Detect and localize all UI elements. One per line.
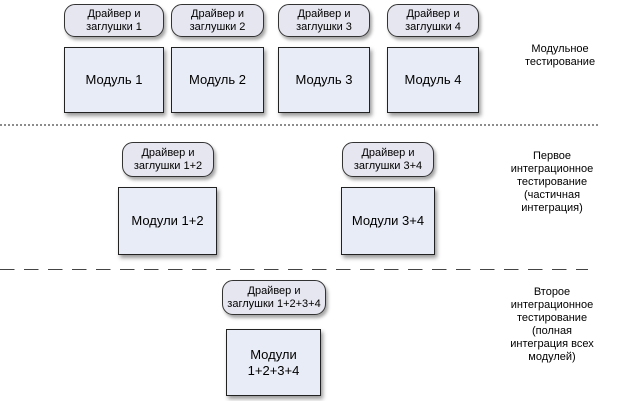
- first-integration-label: Первое интеграционное тестирование (част…: [510, 150, 594, 214]
- driver-stub-pill-4: Драйвер и заглушки 4: [387, 4, 479, 37]
- driver-stub-pill-1-2: Драйвер и заглушки 1+2: [122, 142, 214, 177]
- driver-stub-pill-1-2-3-4: Драйвер и заглушки 1+2+3+4: [222, 280, 326, 315]
- module-box-2: Модуль 2: [171, 47, 264, 113]
- module-box-1-2-3-4: Модули 1+2+3+4: [226, 329, 321, 396]
- second-integration-label: Второе интеграционное тестирование (полн…: [510, 286, 594, 363]
- module-box-1-2: Модули 1+2: [118, 187, 217, 255]
- separator-dotted: [0, 124, 598, 126]
- driver-stub-pill-2: Драйвер и заглушки 2: [171, 4, 264, 37]
- module-box-1: Модуль 1: [64, 47, 164, 113]
- module-box-3: Модуль 3: [278, 47, 370, 113]
- module-box-3-4: Модули 3+4: [341, 187, 435, 255]
- separator-dashed: [0, 269, 588, 270]
- driver-stub-pill-3-4: Драйвер и заглушки 3+4: [342, 142, 434, 177]
- driver-stub-pill-3: Драйвер и заглушки 3: [278, 4, 370, 37]
- unit-testing-label: Модульное тестирование: [524, 43, 596, 68]
- module-box-4: Модуль 4: [387, 47, 479, 113]
- driver-stub-pill-1: Драйвер и заглушки 1: [64, 4, 164, 37]
